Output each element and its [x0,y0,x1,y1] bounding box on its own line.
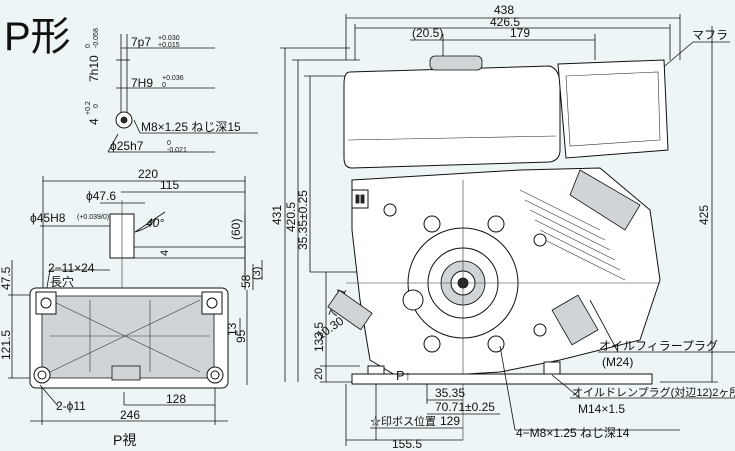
engine-base [351,373,653,385]
oil-drain-label: オイルドレンプラグ(対辺12)2ヶ所 [572,385,735,399]
dim-179: 179 [510,26,530,40]
svg-text:(+0.039/0): (+0.039/0) [77,214,109,221]
p-arrow: P↑ [396,368,411,383]
view-label: P視 [113,432,136,448]
dim-58: 58 [239,274,253,288]
shaft-detail: 7p7 +0.030 +0.015 7h10 0 -0.058 7H9 +0.0… [85,28,258,154]
oil-drain-size: M14×1.5 [578,402,625,416]
dim-70-71-tol: 70.71±0.25 [435,400,495,414]
cylinder-fins [519,169,641,281]
svg-text:0: 0 [85,44,92,48]
switch-icon [351,189,369,209]
dim-129: 129 [440,414,460,428]
dim-420-5: 420.5 [284,202,298,232]
slot-label: 2−11×24 [48,261,95,275]
dim-128: 128 [166,392,186,406]
front-view: 438 426.5 (20.5) 179 マフラ 431 420.5 35.35… [270,3,735,451]
svg-text:-0.058: -0.058 [93,28,100,48]
dim-133-5: 133.5 [312,322,326,352]
bottom-view: 220 115 ϕ47.6 ϕ45H8 (+0.039/0) 40° 4 (60… [0,167,263,448]
svg-text:-0.021: -0.021 [167,147,187,154]
boss-label: ☆印ボス位置 [370,414,436,428]
slot-note: 長穴 [50,274,74,289]
fuel-tank [343,65,561,169]
dim-115: 115 [160,178,179,192]
dim-4: 4 [159,250,171,256]
oil-filler-label: オイルフィラープラグ [599,339,718,353]
dim-47-5: 47.5 [0,266,13,290]
muffler-label: マフラ [692,28,728,42]
dim-425: 425 [697,205,711,225]
key-depth-label: 7h10 [87,55,101,82]
dim-426-5: 426.5 [490,15,520,29]
dim-95: 95 [234,329,248,343]
mount-thread-label: 4−M8×1.25 ねじ深14 [516,426,630,440]
dim-438: 438 [494,3,514,17]
dim-220: 220 [138,167,158,181]
svg-text:0: 0 [162,82,166,89]
shaft-diameter-label: ϕ25h7 [110,139,144,153]
hole-label: 2-ϕ11 [56,399,86,413]
svg-text:+0.030: +0.030 [158,35,180,42]
dim-155-5: 155.5 [392,437,422,451]
hole-fit-label: 7H9 [131,76,153,90]
fuel-cap [429,55,483,71]
svg-text:0: 0 [167,140,171,147]
dim-35-35-tol: 35.35±0.25 [296,190,310,250]
dim-3: (3) [251,267,263,280]
oil-filler-plug [327,289,373,331]
hole-depth-label: 4 [87,118,101,125]
dim-10-30: 10.30 [314,314,347,343]
shaft-thread-hole [120,116,128,124]
svg-text:0: 0 [93,104,100,108]
angle-40: 40° [146,216,164,230]
dim-35-35: 35.35 [435,386,465,400]
muffler [557,59,669,159]
svg-text:+0.015: +0.015 [158,42,180,49]
dim-121-5: 121.5 [0,330,13,360]
dim-431: 431 [270,205,284,225]
oil-filler-size: (M24) [602,355,633,369]
dim-246: 246 [120,408,140,422]
key-width-label: 7p7 [131,35,151,49]
thread-label: M8×1.25 ねじ深15 [141,120,241,134]
svg-text:+0.036: +0.036 [162,75,184,82]
dim-45h8: ϕ45H8 [30,211,66,225]
svg-text:+0.2: +0.2 [85,101,92,115]
dim-60: (60) [229,219,243,240]
dim-20-5: (20.5) [412,26,443,40]
drawing-title: P形 [4,15,71,59]
dim-20: 20 [313,368,325,380]
dim-47-6: ϕ47.6 [86,189,116,203]
